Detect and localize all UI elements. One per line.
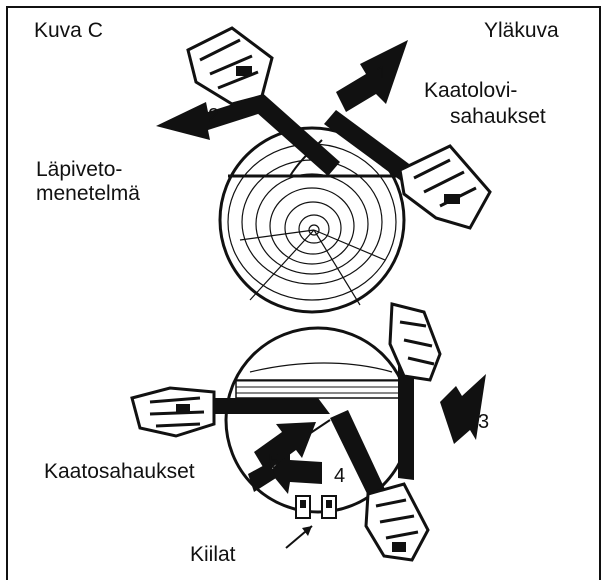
step-number-5: 5 (268, 452, 279, 472)
felling-cuts-label: Kaatosahaukset (44, 459, 195, 484)
arrow-step-1 (336, 40, 408, 112)
step-number-3: 3 (478, 412, 489, 432)
notch-label-line2: sahaukset (450, 104, 546, 129)
view-label: Yläkuva (484, 18, 559, 43)
notch-label-line1: Kaatolovi- (424, 78, 517, 103)
figure-title: Kuva C (34, 18, 103, 43)
step-number-2: 2 (208, 106, 219, 126)
method-label-line1: Läpiveto- (36, 157, 122, 182)
arrow-step-2 (156, 96, 258, 140)
step-number-4: 4 (334, 466, 345, 486)
arrow-step-3 (440, 374, 486, 444)
method-label-line2: menetelmä (36, 181, 140, 206)
step-number-1: 1 (376, 64, 387, 84)
wedges-label: Kiilat (190, 542, 236, 567)
